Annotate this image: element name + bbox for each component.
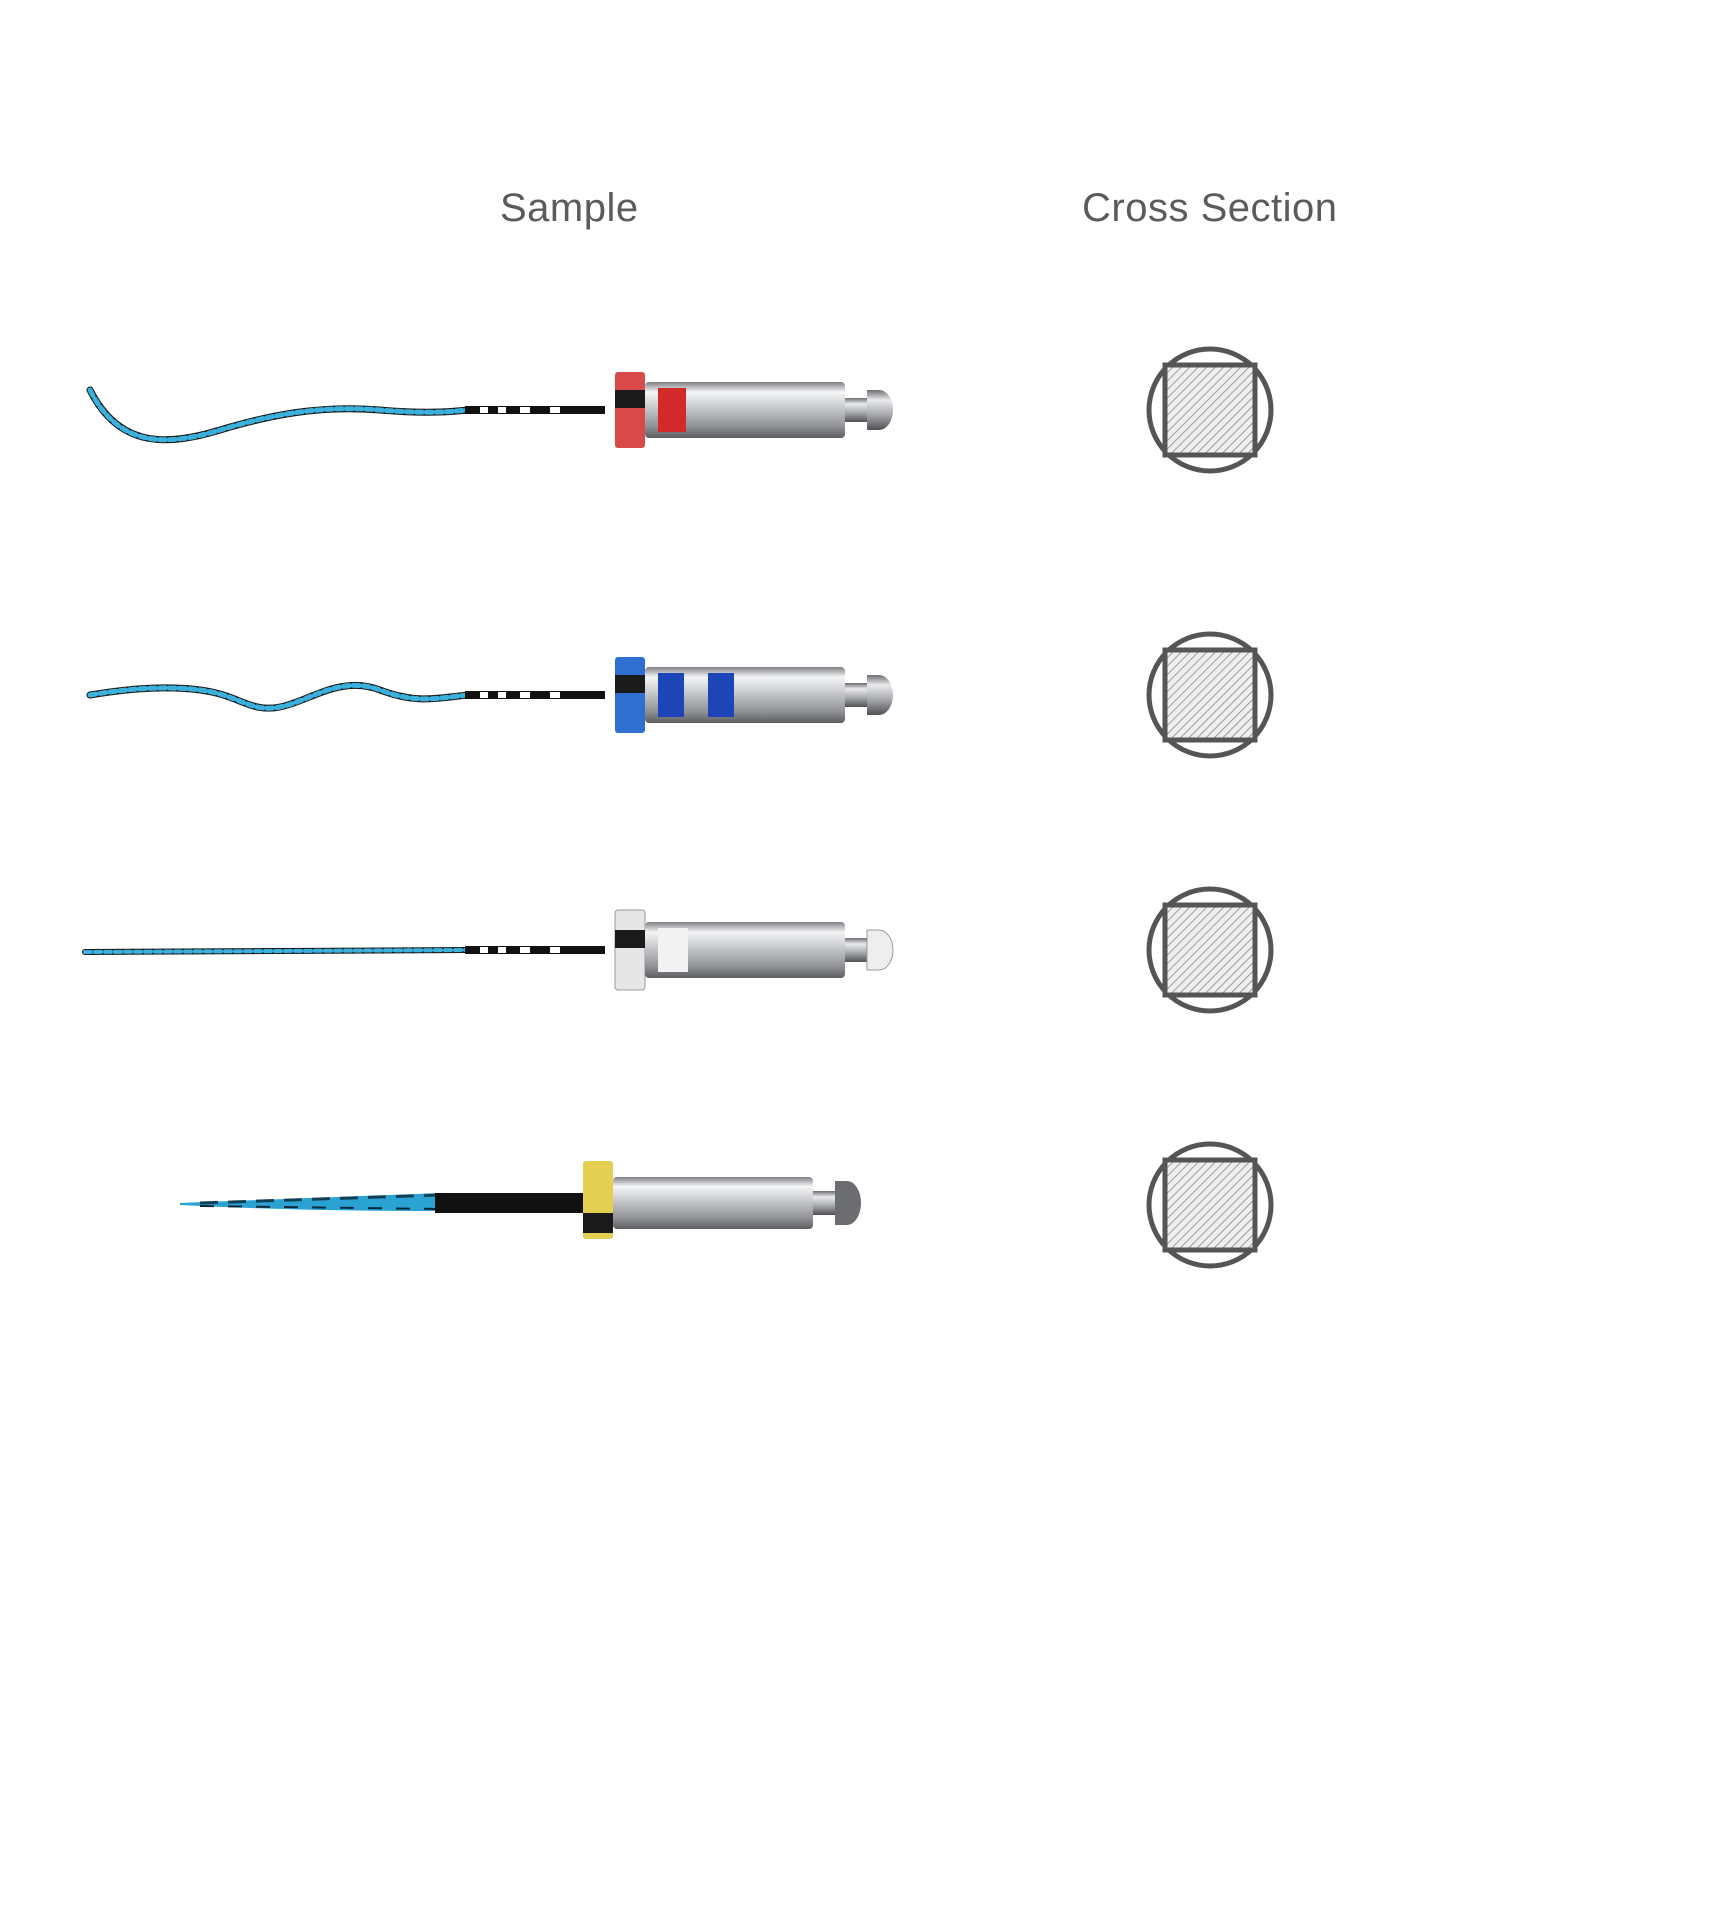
cross-section-column-header: Cross Section [1082,186,1338,230]
sample-row-3 [0,850,1720,1050]
endodontic-file-image-1 [86,372,893,448]
endodontic-file-image-4 [180,1161,861,1239]
endodontic-file-image-3 [82,909,894,991]
cross-section-diagram-2 [1146,631,1274,759]
cross-section-diagram-3 [1146,886,1274,1014]
cross-section-diagram-4 [1146,1141,1274,1269]
sample-row-1 [0,310,1720,510]
sample-row-4 [0,1105,1720,1305]
endodontic-file-image-2 [86,657,893,733]
sample-row-2 [0,595,1720,795]
sample-column-header: Sample [500,186,639,230]
cross-section-diagram-1 [1146,346,1274,474]
